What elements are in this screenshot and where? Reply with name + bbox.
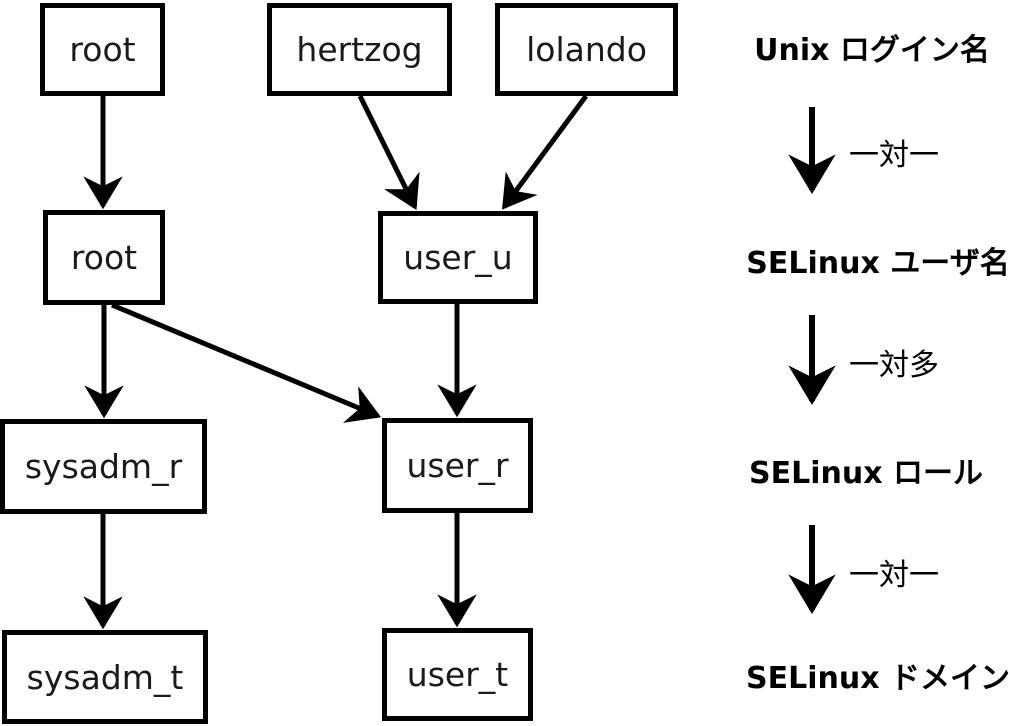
node-unix-login-root: root: [40, 3, 165, 96]
arrow-lolando-to-useru: [501, 94, 589, 210]
arrow-seroot-to-userr: [111, 302, 382, 423]
node-unix-login-hertzog: hertzog: [267, 3, 452, 96]
legend-selinux-role-label: SELinux ロール: [748, 456, 984, 491]
node-unix-login-lolando: lolando: [495, 3, 678, 96]
legend-one-to-one-label-1: 一対一: [849, 138, 939, 173]
arrow-hertzog-to-useru: [357, 94, 420, 210]
node-selinux-user-root: root: [43, 210, 165, 305]
node-selinux-user-user-u: user_u: [378, 211, 538, 304]
legend-one-to-one-label-2: 一対一: [849, 558, 939, 593]
node-selinux-domain-sysadm-t: sysadm_t: [2, 630, 208, 724]
legend-selinux-domain-label: SELinux ドメイン: [745, 661, 1010, 696]
legend-one-to-many-label: 一対多: [849, 348, 939, 383]
legend-unix-login-name-label: Unix ログイン名: [754, 33, 990, 68]
legend-selinux-user-name-label: SELinux ユーザ名: [746, 246, 1010, 281]
node-selinux-domain-user-t: user_t: [382, 628, 533, 721]
node-selinux-role-sysadm-r: sysadm_r: [0, 419, 207, 514]
node-selinux-role-user-r: user_r: [382, 418, 533, 513]
